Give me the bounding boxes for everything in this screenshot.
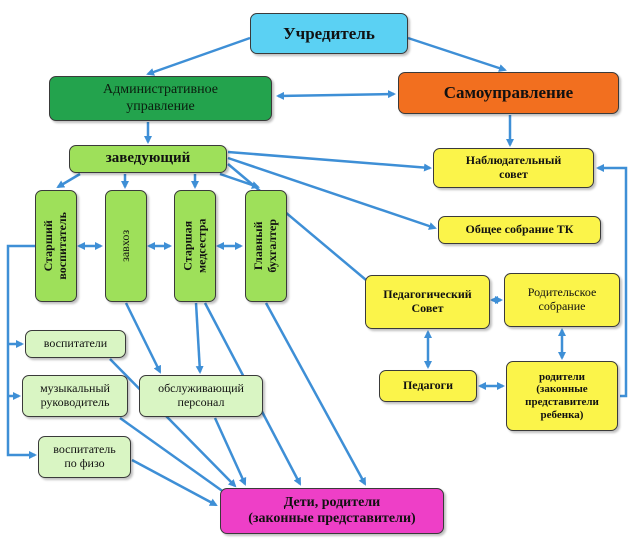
supply-manager-box: завхоз: [105, 190, 147, 302]
supervisory-board-box: Наблюдательный совет: [433, 148, 594, 188]
senior-nurse-box: Старшая медсестра: [174, 190, 216, 302]
senior-teacher-label: Старший воспитатель: [41, 212, 69, 280]
pe-teacher-box: воспитатель по физо: [38, 436, 131, 478]
senior-nurse-label: Старшая медсестра: [180, 218, 208, 274]
teachers-box: воспитатели: [25, 330, 126, 358]
founder-box: Учредитель: [250, 13, 408, 54]
self-government-box: Самоуправление: [398, 72, 619, 114]
head-box: заведующий: [69, 145, 227, 173]
chief-accountant-box: Главный бухгалтер: [245, 190, 287, 302]
music-director-box: музыкальный руководитель: [22, 375, 128, 417]
general-meeting-box: Общее собрание ТК: [438, 216, 601, 244]
pedagogical-council-box: Педагогический Совет: [365, 275, 490, 329]
pedagogues-box: Педагоги: [379, 370, 477, 402]
children-parents-box: Дети, родители (законные представители): [220, 488, 444, 534]
parents-box: родители (законные представители ребенка…: [506, 361, 618, 431]
parents-meeting-box: Родительское собрание: [504, 273, 620, 327]
administrative-management-box: Административное управление: [49, 76, 272, 121]
supply-manager-label: завхоз: [118, 229, 133, 262]
chief-accountant-label: Главный бухгалтер: [251, 219, 280, 273]
senior-teacher-box: Старший воспитатель: [35, 190, 77, 302]
service-staff-box: обслуживающий персонал: [139, 375, 263, 417]
